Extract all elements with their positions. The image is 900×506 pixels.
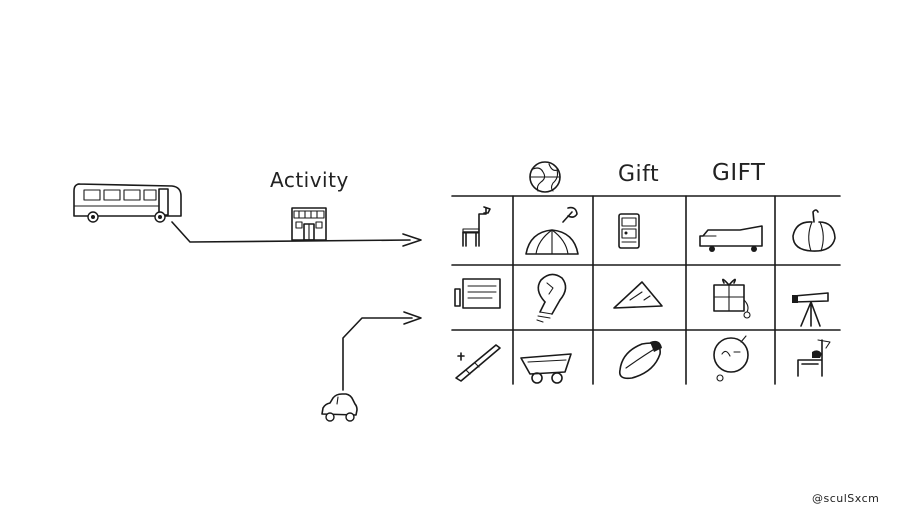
arrow-head-bottom (403, 311, 422, 325)
ornament-icon (713, 335, 749, 382)
bus-connector-line (171, 221, 411, 243)
light-bulb-icon (536, 273, 567, 323)
gift-caps-label: GIFT (712, 160, 766, 186)
gift-label: Gift (618, 162, 660, 187)
triangle-sign-icon (613, 281, 663, 309)
cocoa-bean-icon (618, 340, 662, 380)
notepad-icon (454, 278, 501, 309)
conveyor-cart-icon (699, 225, 763, 252)
gift-box-icon (713, 278, 751, 319)
bus-icon (73, 183, 182, 223)
pumpkin-icon (792, 209, 836, 252)
telescope-icon (792, 292, 829, 327)
arrow-head-top (402, 233, 422, 247)
gift-card-icon (618, 213, 640, 249)
grid-table (451, 195, 841, 385)
activity-label: Activity (270, 168, 349, 192)
wheelbarrow-icon (520, 353, 572, 384)
llama-icon (462, 206, 491, 247)
credit-watermark: @sculSxcm (812, 492, 880, 505)
car-icon (321, 393, 358, 422)
dome-tent-icon (525, 206, 579, 255)
car-connector-line (342, 317, 413, 391)
storefront-icon (291, 207, 327, 241)
chair-icon (797, 339, 831, 377)
pen-icon (455, 344, 501, 382)
globe-icon (529, 161, 561, 193)
